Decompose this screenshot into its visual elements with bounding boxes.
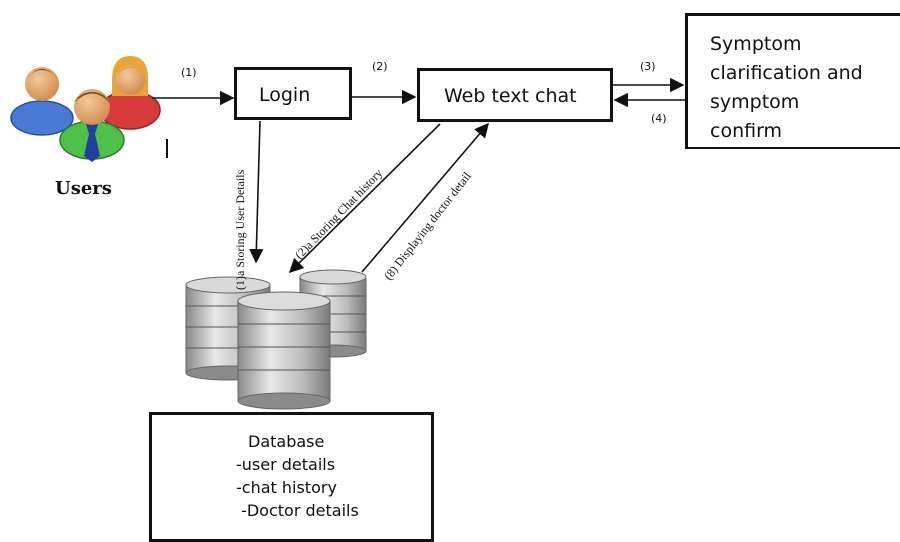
step-3-label: (3)	[640, 60, 656, 73]
step-2-label: (2)	[372, 60, 388, 73]
web-text-chat-box: Web text chat	[417, 68, 613, 122]
arrow-database-to-chat	[361, 122, 489, 273]
step-1a-label: (1)a Storing User Details	[233, 169, 247, 290]
web-text-chat-label: Web text chat	[444, 85, 577, 107]
users-label: Users	[55, 178, 112, 199]
arrow-login-to-database	[249, 120, 264, 264]
database-item: -user details	[236, 455, 336, 474]
symptom-box: Symptom clarification and symptom confir…	[685, 13, 900, 149]
database-title: Database	[248, 432, 325, 451]
symptom-line: confirm	[710, 120, 783, 142]
database-icon	[185, 269, 367, 410]
step-1-label: (1)	[181, 66, 197, 79]
arrow-chat-to-database	[288, 123, 441, 274]
login-box: Login	[234, 67, 352, 120]
symptom-label: Symptom clarification and symptom confir…	[710, 30, 898, 146]
database-box: Database -user details -chat history -Do…	[149, 412, 434, 542]
users-icon	[10, 56, 161, 162]
symptom-line: symptom	[710, 91, 800, 113]
database-item: -Doctor details	[236, 501, 359, 520]
symptom-line: clarification and	[710, 62, 863, 84]
database-item: -chat history	[236, 478, 337, 497]
step-4-label: (4)	[651, 112, 667, 125]
login-label: Login	[259, 84, 311, 106]
symptom-line: Symptom	[710, 33, 802, 55]
